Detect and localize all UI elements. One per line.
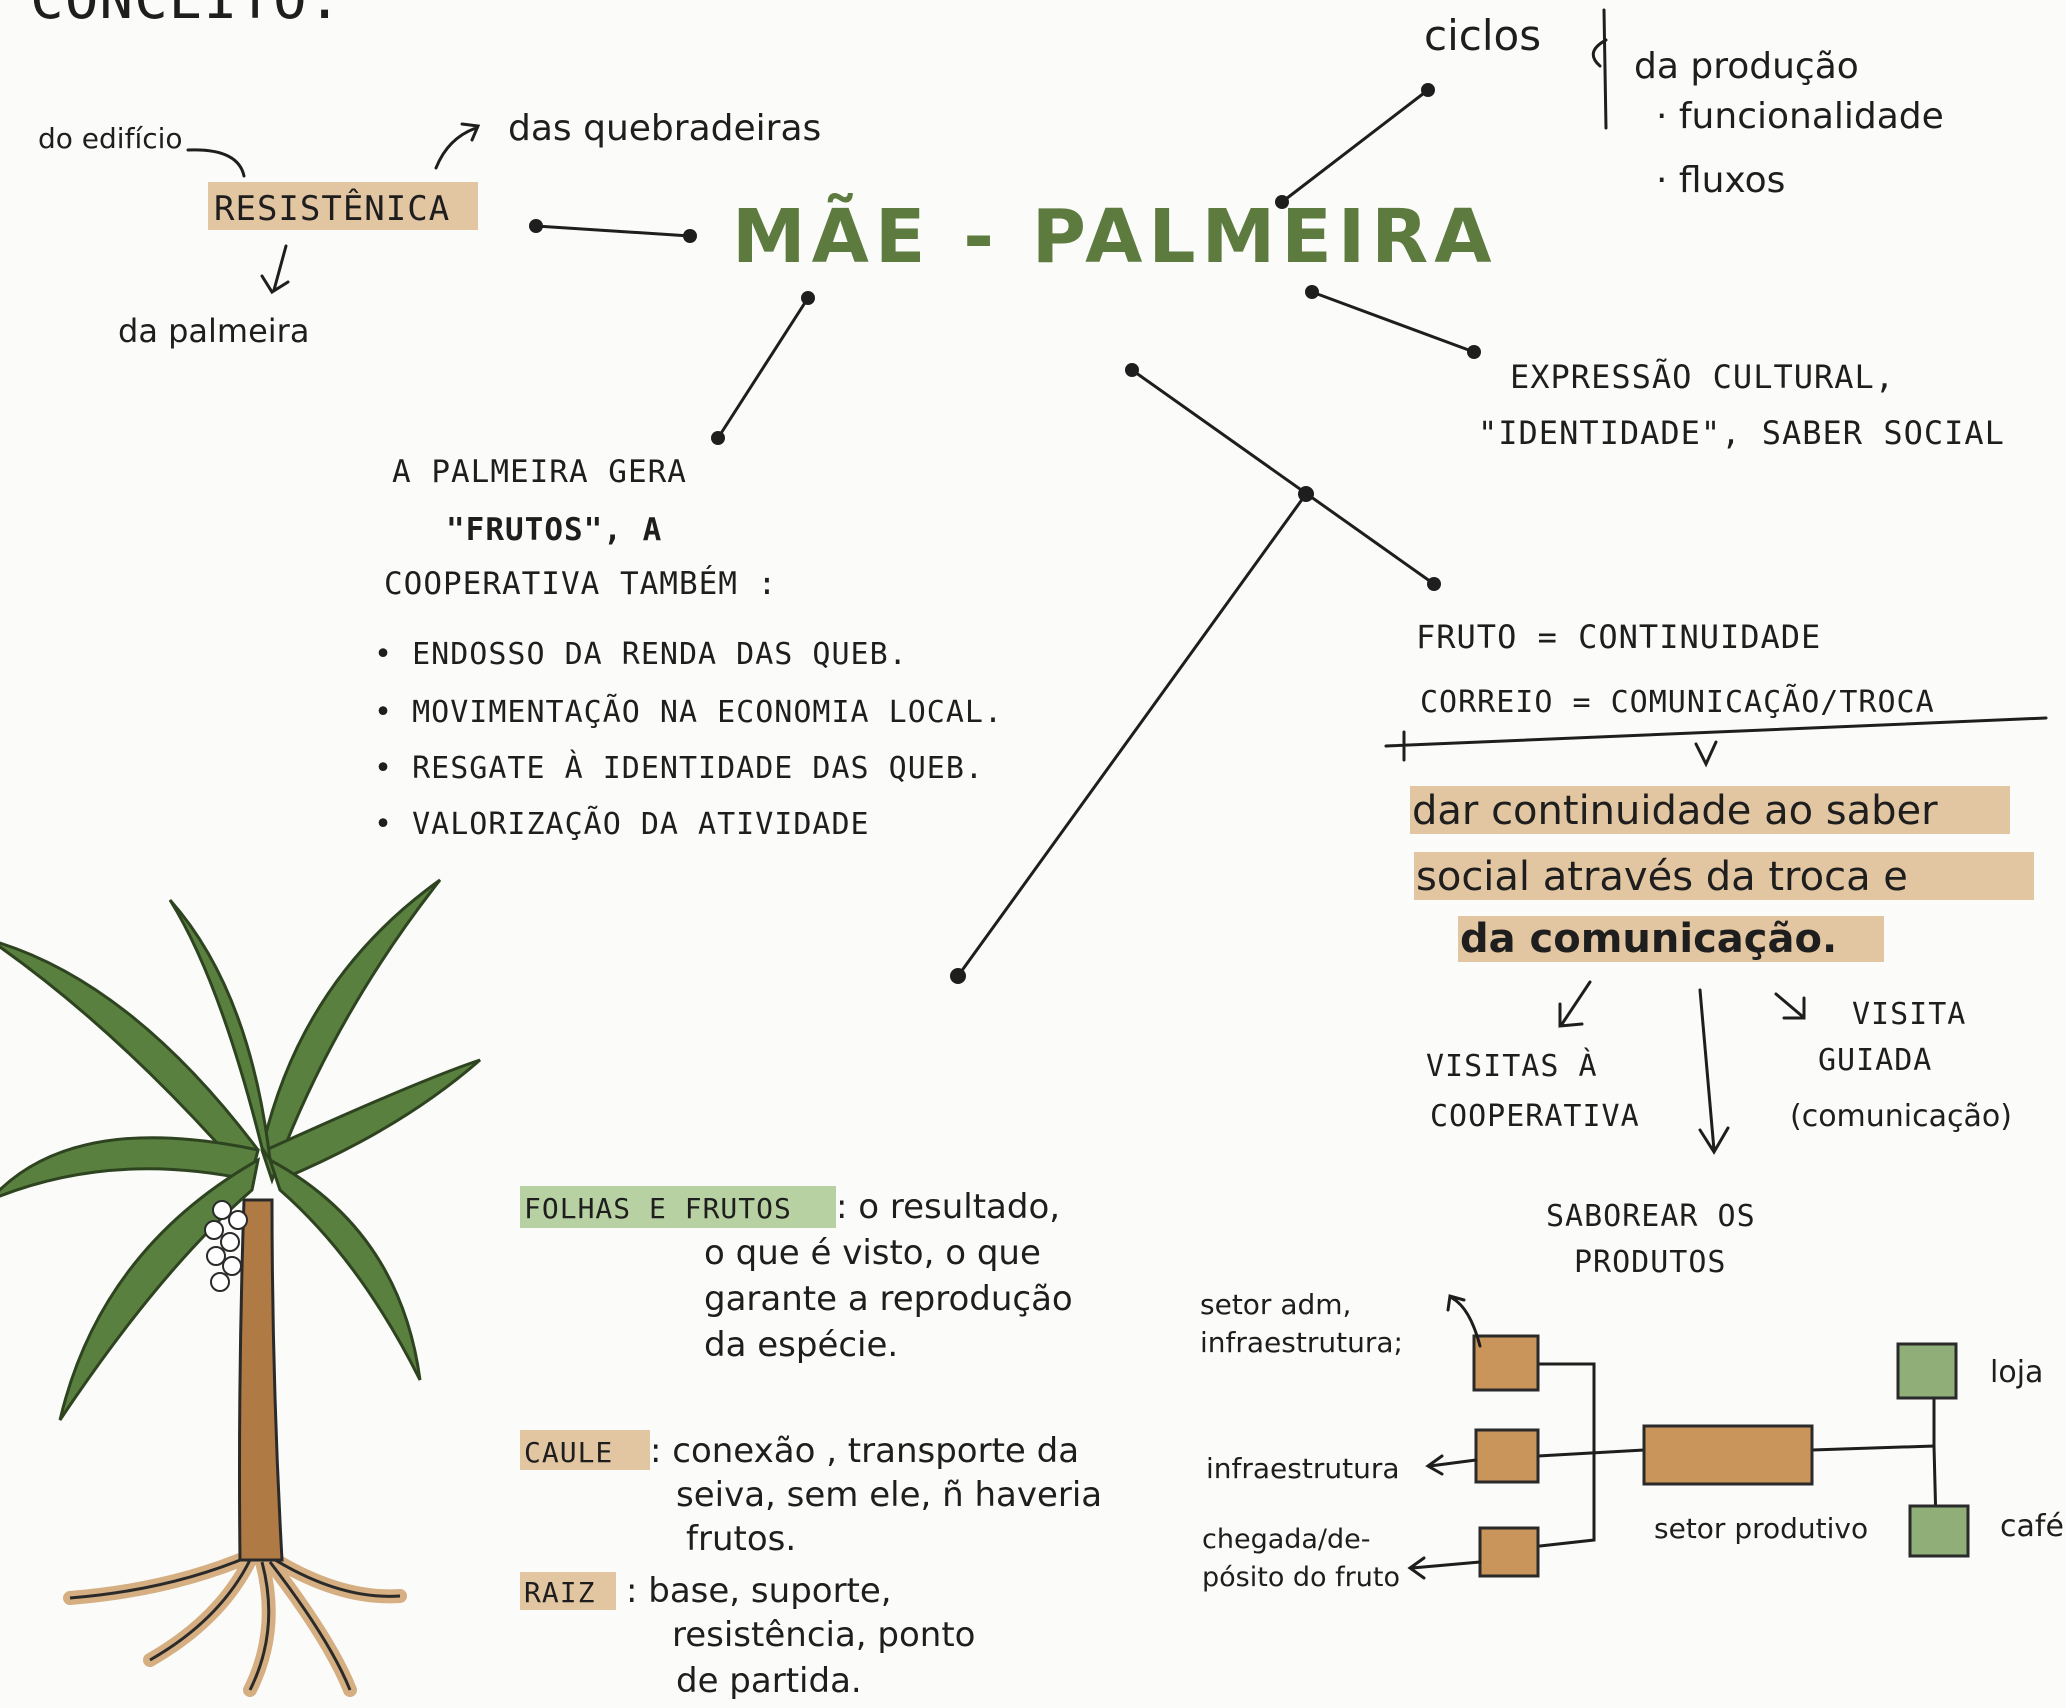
statement-highlight (1410, 786, 2010, 834)
resistencia-highlight (208, 182, 478, 230)
node-dot (1125, 363, 1139, 377)
resistencia-top-left: do edifício (38, 122, 183, 155)
arrow-to-top-left (186, 148, 246, 178)
node-dot (711, 431, 725, 445)
visita-guiada-line: (comunicação) (1790, 1099, 2012, 1134)
expressao-line: EXPRESSÃO CULTURAL, (1510, 358, 1895, 396)
arrow-to-top-right (434, 122, 481, 170)
node-dot (683, 229, 697, 243)
arrow-left (1558, 980, 1592, 1028)
folhas-label: FOLHAS E FRUTOS (524, 1192, 792, 1225)
cooperativa-bullet: • VALORIZAÇÃO DA ATIVIDADE (374, 806, 870, 842)
floor-plan-sketch (1407, 1294, 1970, 1580)
connector-resistencia (534, 224, 692, 238)
connector-ciclos (1280, 88, 1430, 204)
plan-adm-label: setor adm, (1200, 1288, 1351, 1321)
ciclos-brace (1591, 8, 1608, 130)
node-dot (529, 219, 543, 233)
visitas-line: COOPERATIVA (1430, 1099, 1640, 1134)
raiz-highlight (520, 1572, 616, 1610)
node-dot (1275, 195, 1289, 209)
expressao-line: "IDENTIDADE", SABER SOCIAL (1478, 414, 2005, 452)
plan-produtivo-label: setor produtivo (1654, 1512, 1868, 1545)
ciclos-item: · fluxos (1656, 160, 1785, 201)
folhas-text: o que é visto, o que (704, 1233, 1041, 1273)
caule-text: : conexão , transporte da (650, 1431, 1079, 1471)
visitas-line: VISITAS À (1426, 1048, 1598, 1084)
plan-adm-label: infraestrutura; (1200, 1326, 1403, 1359)
ciclos-item: da produção (1634, 46, 1859, 87)
node-dot (1421, 83, 1435, 97)
resistencia-top-right: das quebradeiras (508, 108, 821, 149)
resistencia-bottom: da palmeira (118, 312, 309, 350)
statement-highlight (1458, 916, 1884, 962)
cooperativa-intro: A PALMEIRA GERA (392, 454, 687, 490)
ciclos-item: · funcionalidade (1656, 96, 1944, 137)
visita-guiada-line: GUIADA (1818, 1043, 1932, 1078)
node-dot (1305, 285, 1319, 299)
arrow-down (1698, 988, 1730, 1155)
raiz-text: resistência, ponto (672, 1615, 975, 1655)
connector-expressao (1310, 290, 1476, 354)
arrow-right (1774, 992, 1806, 1020)
node-dot (1467, 345, 1481, 359)
center-title: MÃE - PALMEIRA (732, 192, 1498, 280)
visita-guiada-line: VISITA (1852, 997, 1966, 1032)
resistencia-label: RESISTÊNICA (214, 188, 450, 229)
node-dot (1427, 577, 1441, 591)
saborear-line: PRODUTOS (1574, 1245, 1727, 1280)
folhas-text: garante a reprodução (704, 1279, 1073, 1319)
cooperativa-intro: "FRUTOS", A (446, 512, 662, 548)
connector-fruto (1130, 368, 1436, 586)
fruto-eq2: CORREIO = COMUNICAÇÃO/TROCA (1420, 684, 1935, 720)
folhas-text: : o resultado, (836, 1187, 1060, 1227)
connector-tree (956, 492, 1308, 978)
statement-line: social através da troca e (1416, 854, 1908, 900)
raiz-text: : base, suporte, (626, 1571, 892, 1611)
raiz-text: de partida. (676, 1661, 862, 1701)
folhas-text: da espécie. (704, 1325, 898, 1365)
node-dot (950, 968, 966, 984)
cooperativa-intro: COOPERATIVA TAMBÉM : (384, 566, 777, 602)
cooperativa-bullet: • RESGATE À IDENTIDADE DAS QUEB. (374, 750, 984, 786)
saborear-line: SABOREAR OS (1546, 1199, 1756, 1234)
cooperativa-bullet: • MOVIMENTAÇÃO NA ECONOMIA LOCAL. (374, 694, 1003, 730)
statement-line: da comunicação. (1460, 916, 1837, 962)
plan-loja-label: loja (1990, 1355, 2043, 1390)
node-dot (801, 291, 815, 305)
connector-cooperativa (716, 296, 810, 440)
raiz-label: RAIZ (524, 1576, 595, 1609)
caule-text: frutos. (686, 1519, 796, 1559)
arrow-to-bottom (260, 244, 290, 295)
caule-highlight (520, 1430, 650, 1470)
statement-line: dar continuidade ao saber (1412, 788, 1938, 834)
caule-label: CAULE (524, 1436, 613, 1469)
plan-chegada-label: chegada/de- (1202, 1524, 1371, 1555)
ciclos-label: ciclos (1424, 11, 1541, 60)
caule-text: seiva, sem ele, ñ haveria (676, 1475, 1102, 1515)
plan-chegada-label: pósito do fruto (1202, 1562, 1400, 1593)
palm-tree-illustration (0, 878, 481, 1697)
plan-infra-label: infraestrutura (1206, 1452, 1400, 1485)
node-dot (1298, 486, 1314, 502)
heading: CONCEITO: (30, 0, 342, 32)
folhas-highlight (520, 1186, 836, 1228)
fruto-underline (1384, 716, 2048, 768)
fruto-eq1: FRUTO = CONTINUIDADE (1416, 618, 1821, 656)
cooperativa-bullet: • ENDOSSO DA RENDA DAS QUEB. (374, 637, 908, 672)
plan-cafe-label: café (2000, 1509, 2064, 1544)
statement-highlight (1414, 852, 2034, 900)
